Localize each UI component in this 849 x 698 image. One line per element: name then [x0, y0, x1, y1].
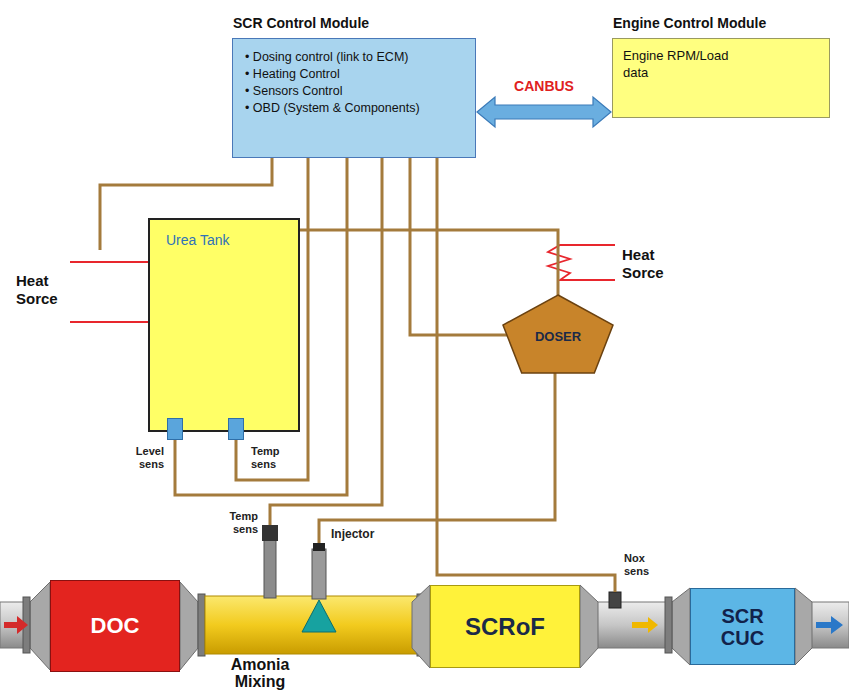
section-label: Amonia Mixing — [210, 656, 310, 690]
sensor-wire — [437, 158, 615, 592]
module-heading: SCR Control Module — [233, 15, 369, 31]
outlet-flow-arrow — [816, 616, 843, 634]
signal-wire — [300, 230, 558, 295]
catalyst-box: SCRoF — [430, 585, 580, 668]
doser-pentagon: DOSER — [503, 295, 613, 373]
signal-wire — [410, 158, 507, 335]
mixing-pipe — [205, 596, 417, 654]
inlet-flow-arrow — [4, 616, 28, 634]
tank-title: Urea Tank — [166, 232, 282, 248]
sensor-label: Nox sens — [624, 552, 660, 578]
catalyst-label: DOC — [91, 613, 140, 639]
pipe-clamp — [198, 594, 205, 656]
inlet-cone — [672, 588, 690, 665]
function-item: • Sensors Control — [245, 83, 463, 100]
function-item: • Heating Control — [245, 66, 463, 83]
catalyst-box: DOC — [50, 580, 180, 672]
spray-cone — [302, 600, 336, 632]
canbus-arrow — [477, 97, 611, 127]
heat-source-label: Heat Sorce — [16, 272, 68, 308]
sensor-label: Temp sens — [251, 445, 287, 471]
data-text: Engine RPM/Load data — [623, 47, 735, 81]
function-item: • Dosing control (link to ECM) — [245, 49, 463, 66]
module-heading: Engine Control Module — [613, 15, 766, 31]
catalyst-label: SCRoF — [465, 613, 545, 641]
urea-feed-line — [319, 373, 555, 543]
control-module-box: SCR Control Module• Dosing control (link… — [232, 38, 476, 158]
outlet-cone — [180, 582, 198, 670]
engine-module-box: Engine Control ModuleEngine RPM/Load dat… — [612, 38, 830, 118]
sensor-label: Temp sens — [222, 510, 258, 536]
doser-label: DOSER — [503, 329, 613, 344]
catalyst-label: SCR CUC — [715, 605, 771, 649]
injector-body — [312, 549, 326, 599]
doser-shape — [503, 295, 613, 373]
sensor-pad: Temp sens — [228, 418, 244, 440]
outlet-cone — [795, 588, 812, 665]
sensor-label: Level sens — [130, 445, 164, 471]
temp-sensor-cap — [262, 525, 278, 541]
inlet-cone — [30, 582, 50, 670]
flow-arrow — [632, 617, 658, 633]
bus-label: CANBUS — [514, 78, 574, 94]
nox-sensor — [609, 592, 621, 608]
urea-tank: Urea Tank — [148, 218, 300, 432]
outlet-cone — [580, 585, 598, 668]
inlet-cone — [412, 585, 430, 668]
part-label: Injector — [331, 527, 374, 541]
sensor-pad: Level sens — [167, 418, 183, 440]
heat-source-label: Heat Sorce — [622, 246, 674, 282]
pipe-clamp — [665, 597, 672, 653]
temp-sensor-body — [264, 540, 276, 598]
function-item: • OBD (System & Components) — [245, 100, 463, 117]
injector-cap — [313, 543, 325, 551]
catalyst-box: SCR CUC — [690, 588, 795, 665]
